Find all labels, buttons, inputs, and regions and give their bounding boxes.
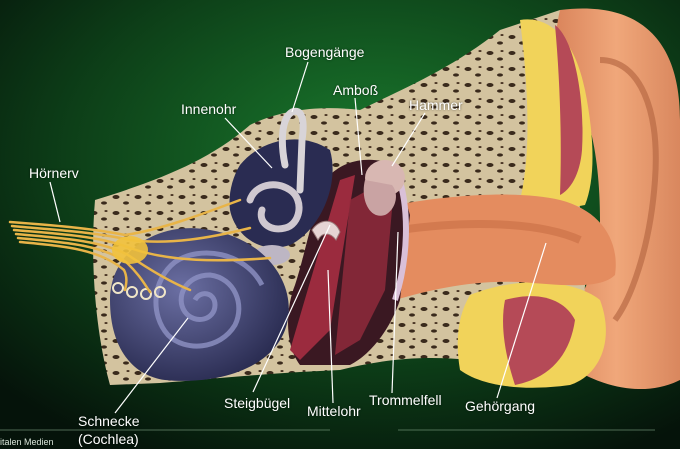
- label-bogengaenge: Bogengänge: [285, 44, 364, 60]
- credit-text: italen Medien: [0, 437, 54, 447]
- label-mittelohr: Mittelohr: [307, 403, 361, 419]
- label-hoernerv: Hörnerv: [29, 165, 79, 181]
- label-amboss: Amboß: [333, 82, 378, 98]
- label-innenohr: Innenohr: [181, 101, 236, 117]
- label-cochlea: (Cochlea): [78, 431, 139, 447]
- nerve-ganglion: [112, 236, 148, 264]
- label-gehoergang: Gehörgang: [465, 398, 535, 414]
- label-hammer: Hammer: [409, 97, 463, 113]
- label-schnecke: Schnecke: [78, 413, 139, 429]
- label-steigbuegel: Steigbügel: [224, 395, 290, 411]
- label-trommelfell: Trommelfell: [369, 392, 442, 408]
